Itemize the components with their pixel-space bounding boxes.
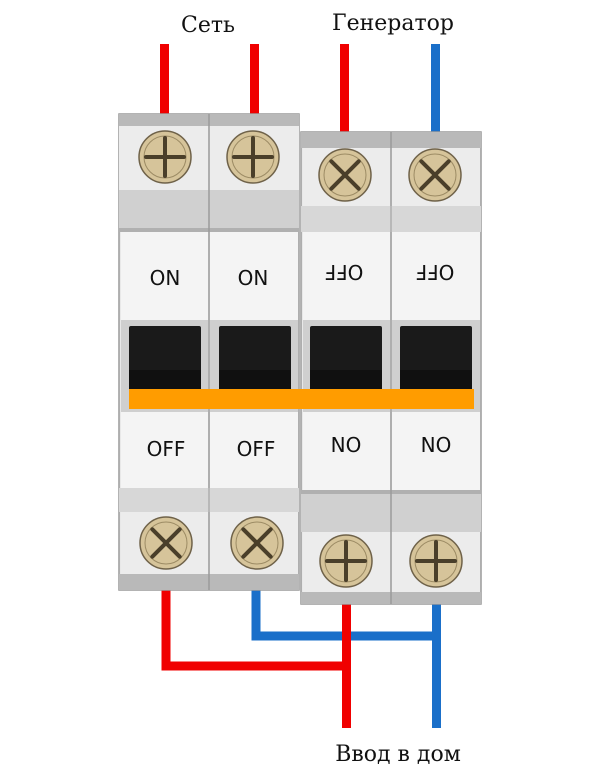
network-phase-link bbox=[161, 585, 346, 671]
output-wires bbox=[161, 585, 441, 728]
screw-network-phase-bottom bbox=[139, 516, 193, 570]
state-label-bottom-left-2: OFF bbox=[237, 437, 276, 461]
screw-generator-neutral-bottom bbox=[409, 534, 463, 588]
network-phase-wire bbox=[160, 44, 169, 118]
interlock-bar bbox=[129, 389, 474, 409]
state-label-bottom-right-2: NO bbox=[421, 433, 452, 457]
screw-generator-neutral-top bbox=[408, 148, 462, 202]
screw-network-neutral-top bbox=[226, 130, 280, 184]
network-neutral-wire bbox=[250, 44, 259, 118]
screw-network-neutral-bottom bbox=[230, 516, 284, 570]
state-label-top-right-2: OFF bbox=[416, 260, 455, 284]
generator-phase-wire bbox=[340, 44, 349, 134]
state-label-top-right-1: OFF bbox=[325, 260, 364, 284]
terminal-screws bbox=[138, 130, 463, 588]
handle-network-phase bbox=[129, 326, 201, 392]
network-neutral-link bbox=[251, 585, 436, 641]
house-neutral-wire bbox=[432, 600, 441, 728]
state-label-top-left-2: ON bbox=[238, 266, 269, 290]
screw-generator-phase-top bbox=[318, 148, 372, 202]
handle-generator-neutral bbox=[400, 326, 472, 392]
screw-network-phase-top bbox=[138, 130, 192, 184]
handle-generator-phase bbox=[310, 326, 382, 392]
house-phase-wire bbox=[342, 600, 351, 728]
house-input-label: Ввод в дом bbox=[335, 742, 461, 767]
breaker-handles bbox=[129, 326, 472, 392]
handle-network-neutral bbox=[219, 326, 291, 392]
input-wires bbox=[160, 44, 440, 134]
generator-neutral-wire bbox=[431, 44, 440, 134]
network-label: Сеть bbox=[181, 13, 235, 38]
generator-label: Генератор bbox=[332, 11, 454, 36]
screw-generator-phase-bottom bbox=[319, 534, 373, 588]
state-label-bottom-right-1: NO bbox=[331, 433, 362, 457]
state-label-top-left-1: ON bbox=[150, 266, 181, 290]
state-label-bottom-left-1: OFF bbox=[147, 437, 186, 461]
